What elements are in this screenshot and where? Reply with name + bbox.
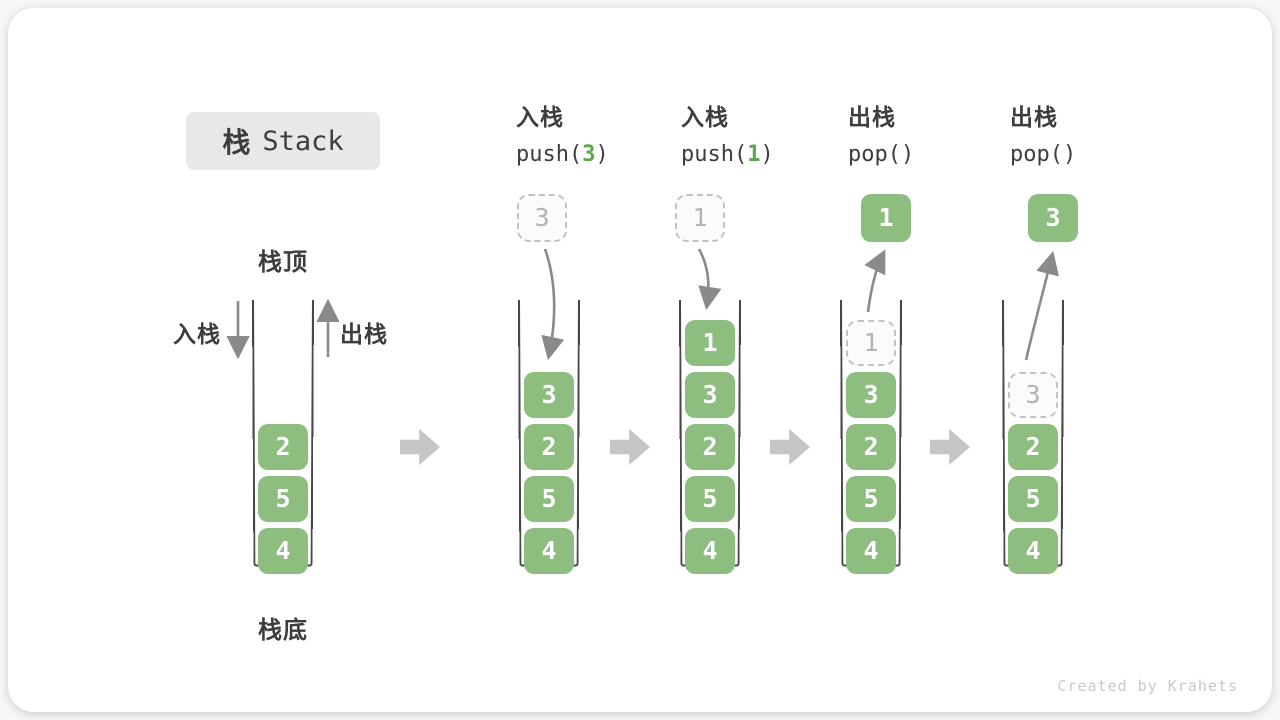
step-arrow-icon [930, 429, 970, 465]
stack-cell-ghost: 1 [846, 320, 896, 366]
pushed-value-ghost: 1 [675, 194, 725, 242]
op-label-push-3: 入栈 push(3) [516, 98, 609, 167]
stack-cell: 4 [846, 528, 896, 574]
step-arrow-icon [400, 429, 440, 465]
pushed-value-ghost: 3 [517, 194, 567, 242]
op-code-label: pop() [848, 142, 914, 167]
op-zh-label: 出栈 [848, 104, 896, 130]
step-arrow-icon [770, 429, 810, 465]
popped-value-box: 3 [1028, 194, 1078, 242]
stack-cell: 5 [1008, 476, 1058, 522]
op-code-label: push(1) [681, 142, 774, 167]
op-code-label: pop() [1010, 142, 1076, 167]
code-pre: push( [516, 142, 583, 167]
stack-top-label: 栈顶 [258, 249, 308, 276]
stack-cell: 5 [524, 476, 574, 522]
watermark: Created by Krahets [1057, 677, 1238, 695]
stack-cell: 5 [846, 476, 896, 522]
op-zh-label: 入栈 [516, 104, 564, 130]
code-pre: pop( [848, 142, 901, 167]
code-post: ) [900, 142, 915, 167]
stack-cell: 4 [258, 528, 308, 574]
stack-cell: 2 [685, 424, 735, 470]
code-post: ) [1062, 142, 1077, 167]
stack-cell: 2 [1008, 424, 1058, 470]
stack-cell: 4 [685, 528, 735, 574]
stack-cell: 2 [524, 424, 574, 470]
title-badge: 栈 Stack [186, 112, 380, 170]
title-en: Stack [262, 125, 344, 157]
op-label-pop-2: 出栈 pop() [1010, 98, 1076, 167]
code-post: ) [760, 142, 774, 167]
op-zh-label: 入栈 [681, 104, 729, 130]
op-label-push-1: 入栈 push(1) [681, 98, 774, 167]
op-zh-label: 出栈 [1010, 104, 1058, 130]
code-pre: push( [681, 142, 748, 167]
stack-cell: 5 [685, 476, 735, 522]
push-arrow-icon [697, 248, 722, 311]
stack-cell: 3 [846, 372, 896, 418]
stack-cell: 4 [524, 528, 574, 574]
stack-cell: 1 [685, 320, 735, 366]
stack-cell: 3 [685, 372, 735, 418]
stack-cell-ghost: 3 [1008, 372, 1058, 418]
push-side-label: 入栈 [173, 321, 221, 347]
stack-cell: 3 [524, 372, 574, 418]
op-label-pop-1: 出栈 pop() [848, 98, 914, 167]
code-arg: 1 [747, 142, 761, 167]
stack-cell: 5 [258, 476, 308, 522]
title-zh: 栈 [222, 127, 251, 158]
stack-cell: 2 [846, 424, 896, 470]
code-arg: 3 [582, 142, 596, 167]
stack-cell: 2 [258, 424, 308, 470]
popped-value-box: 1 [861, 194, 911, 242]
op-code-label: push(3) [516, 142, 609, 167]
code-pre: pop( [1010, 142, 1063, 167]
step-arrow-icon [610, 429, 650, 465]
stack-bottom-label: 栈底 [258, 617, 308, 644]
pop-side-label: 出栈 [340, 321, 388, 347]
code-post: ) [595, 142, 609, 167]
stack-cell: 4 [1008, 528, 1058, 574]
